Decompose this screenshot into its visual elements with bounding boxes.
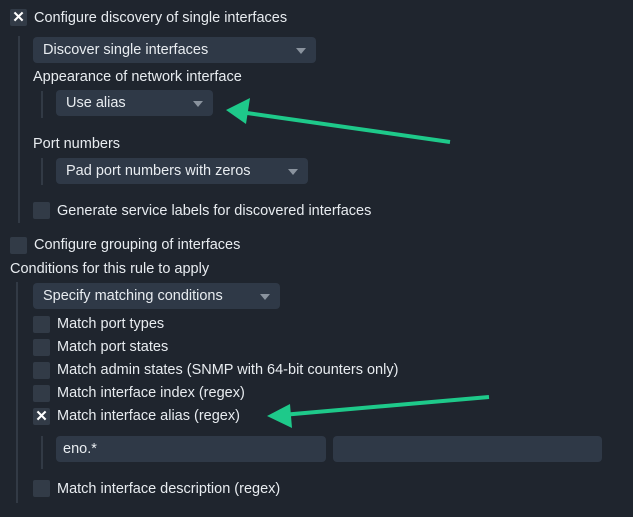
indent-line [41,436,43,469]
match-port-types-label: Match port types [57,316,165,332]
chevron-down-icon [296,48,306,54]
match-interface-index-label: Match interface index (regex) [57,385,245,401]
configure-discovery-checkbox[interactable]: ✕ [10,9,27,26]
indent-line [41,158,43,185]
chevron-down-icon [193,101,203,107]
arrow-icon [226,98,451,144]
chevron-down-icon [260,294,270,300]
match-port-states-label: Match port states [57,339,169,355]
match-admin-states-label: Match admin states (SNMP with 64-bit cou… [57,362,399,378]
appearance-value: Use alias [66,95,126,111]
port-numbers-value: Pad port numbers with zeros [66,163,251,179]
indent-line [18,36,20,223]
conditions-dropdown[interactable]: Specify matching conditions [33,283,280,309]
match-interface-alias-label: Match interface alias (regex) [57,408,240,424]
port-numbers-label: Port numbers [33,136,121,152]
alias-regex-input[interactable]: eno.* [56,436,326,462]
indent-line [16,282,18,503]
match-port-types-checkbox[interactable] [33,316,50,333]
match-interface-alias-checkbox[interactable]: ✕ [33,408,50,425]
indent-line [41,91,43,118]
appearance-dropdown[interactable]: Use alias [56,90,213,116]
grouping-checkbox[interactable] [10,237,27,254]
arrow-icon [267,395,490,428]
match-admin-states-checkbox[interactable] [33,362,50,379]
match-interface-description-checkbox[interactable] [33,480,50,497]
service-labels-label: Generate service labels for discovered i… [57,203,372,219]
configure-discovery-label: Configure discovery of single interfaces [34,10,288,26]
appearance-label: Appearance of network interface [33,69,242,85]
discovery-mode-dropdown[interactable]: Discover single interfaces [33,37,316,63]
match-interface-description-label: Match interface description (regex) [57,481,281,497]
conditions-heading: Conditions for this rule to apply [10,261,210,277]
chevron-down-icon [288,169,298,175]
service-labels-checkbox[interactable] [33,202,50,219]
port-numbers-dropdown[interactable]: Pad port numbers with zeros [56,158,308,184]
alias-regex-input-2[interactable] [333,436,602,462]
match-interface-index-checkbox[interactable] [33,385,50,402]
match-port-states-checkbox[interactable] [33,339,50,356]
grouping-label: Configure grouping of interfaces [34,237,241,253]
conditions-mode-value: Specify matching conditions [43,288,223,304]
discovery-mode-value: Discover single interfaces [43,42,209,58]
